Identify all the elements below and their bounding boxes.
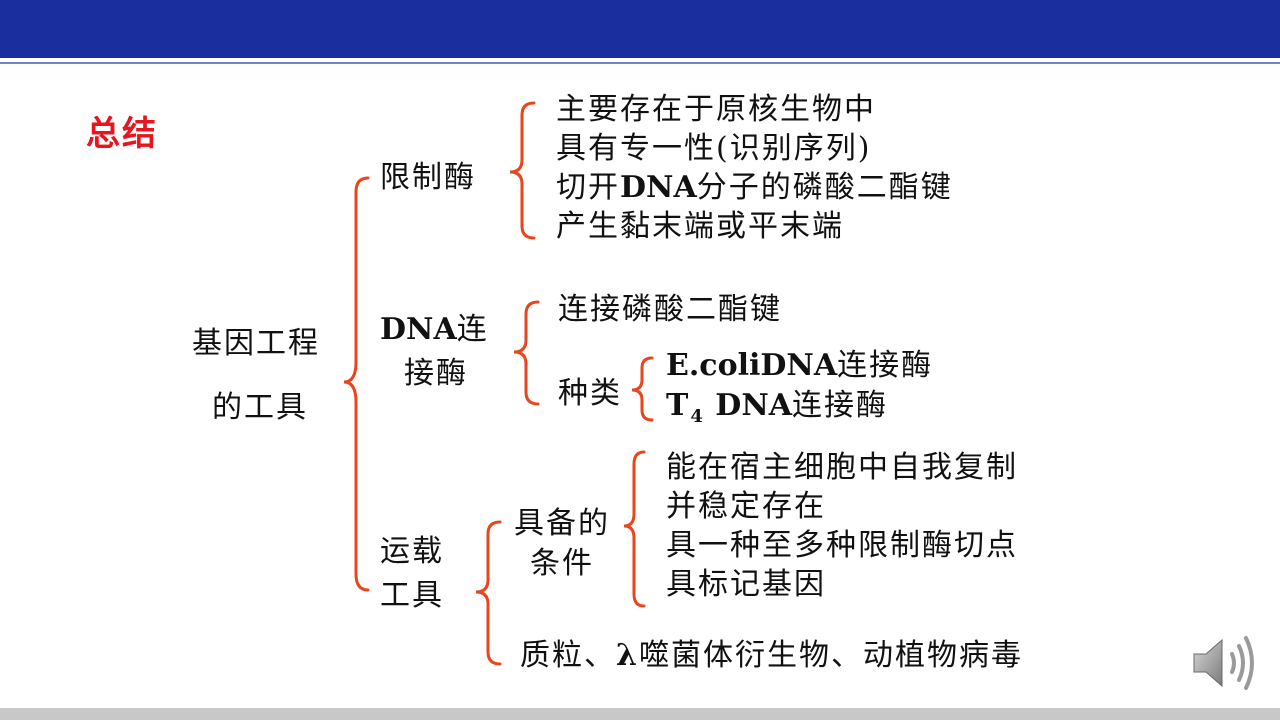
conditions-label-line1: 具备的: [514, 506, 610, 541]
types-bracket: [631, 356, 654, 422]
restriction-item-3: 切开DNA分子的磷酸二酯键: [556, 170, 953, 205]
condition-4: 具标记基因: [666, 567, 826, 602]
footer-bar: [0, 708, 1280, 720]
condition-1: 能在宿主细胞中自我复制: [666, 450, 1018, 485]
ligase-types-label: 种类: [558, 376, 622, 411]
root-bracket: [343, 176, 370, 592]
conditions-bracket: [623, 450, 646, 608]
ligase-type-2: T4 DNA连接酶: [666, 388, 889, 427]
restriction-item-4: 产生黏末端或平末端: [556, 209, 844, 244]
speaker-icon[interactable]: [1188, 632, 1258, 694]
vector-bracket: [475, 520, 502, 666]
conditions-label-line2: 条件: [530, 546, 594, 581]
condition-2: 并稳定存在: [666, 489, 826, 524]
restriction-bracket: [509, 101, 536, 240]
header-bar: [0, 0, 1280, 58]
slide-title: 总结: [86, 114, 158, 154]
vector-label-line2: 工具: [380, 578, 444, 613]
ligase-label-line2: 接酶: [404, 356, 468, 391]
ligase-label-line1: DNA连: [380, 312, 489, 347]
root-label-line2: 的工具: [212, 390, 308, 425]
condition-3: 具一种至多种限制酶切点: [666, 528, 1018, 563]
ligase-type-1: E.coliDNA连接酶: [666, 348, 934, 383]
vector-label-line1: 运载: [380, 534, 444, 569]
ligase-item-1: 连接磷酸二酯键: [558, 292, 782, 327]
restriction-item-1: 主要存在于原核生物中: [556, 92, 876, 127]
vector-examples: 质粒、λ噬菌体衍生物、动植物病毒: [520, 638, 1024, 673]
restriction-item-2: 具有专一性(识别序列): [556, 131, 872, 166]
ligase-bracket: [513, 300, 540, 406]
root-label-line1: 基因工程: [192, 326, 320, 361]
restriction-enzyme-label: 限制酶: [380, 160, 476, 195]
header-divider: [0, 62, 1280, 64]
